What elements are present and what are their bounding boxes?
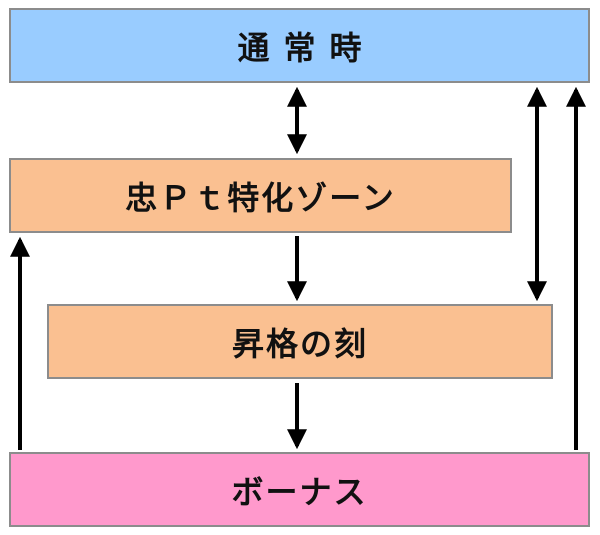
- node-normal: 通常時: [9, 8, 590, 83]
- node-zone-label: 忠Ｐｔ特化ゾーン: [125, 178, 396, 217]
- node-bonus: ボーナス: [9, 452, 590, 527]
- node-ascend-label: 昇格の刻: [231, 324, 368, 363]
- node-bonus-label: ボーナス: [231, 472, 368, 511]
- node-zone: 忠Ｐｔ特化ゾーン: [9, 158, 512, 233]
- node-ascend: 昇格の刻: [47, 304, 553, 379]
- node-normal-label: 通常時: [237, 28, 376, 67]
